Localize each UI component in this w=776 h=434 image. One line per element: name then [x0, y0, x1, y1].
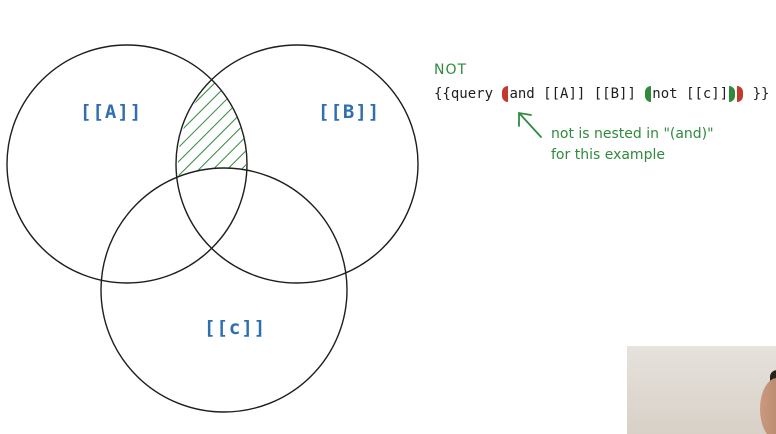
set-c-label: [[c]] [204, 317, 267, 339]
query-expression: {{query and [[A]] [[B]] not [[c]] }} [434, 86, 769, 102]
set-a-label: [[A]] [80, 101, 143, 123]
query-close: }} [744, 86, 770, 102]
and-open-paren-marker [502, 86, 509, 102]
presenter-face [760, 378, 776, 434]
nesting-note: not is nested in "(and)" for this exampl… [551, 124, 714, 166]
query-and-clause: and [[A]] [[B]] [509, 86, 645, 102]
webcam-overlay [627, 346, 776, 434]
not-heading: NOT [434, 62, 468, 78]
set-b-circle [175, 44, 419, 284]
annotation-arrow [518, 111, 542, 138]
set-c-circle [100, 167, 348, 413]
not-close-paren-marker [729, 86, 736, 102]
and-close-paren-marker [737, 86, 744, 102]
hatched-region-a-and-b-not-c [178, 45, 246, 283]
set-b-label: [[B]] [318, 101, 381, 123]
nesting-note-line1: not is nested in "(and)" [551, 126, 714, 142]
nesting-note-line2: for this example [551, 147, 665, 163]
not-open-paren-marker [645, 86, 652, 102]
query-not-clause: not [[c]] [652, 86, 729, 102]
set-a-circle [6, 44, 248, 284]
query-open: {{query [434, 86, 502, 102]
